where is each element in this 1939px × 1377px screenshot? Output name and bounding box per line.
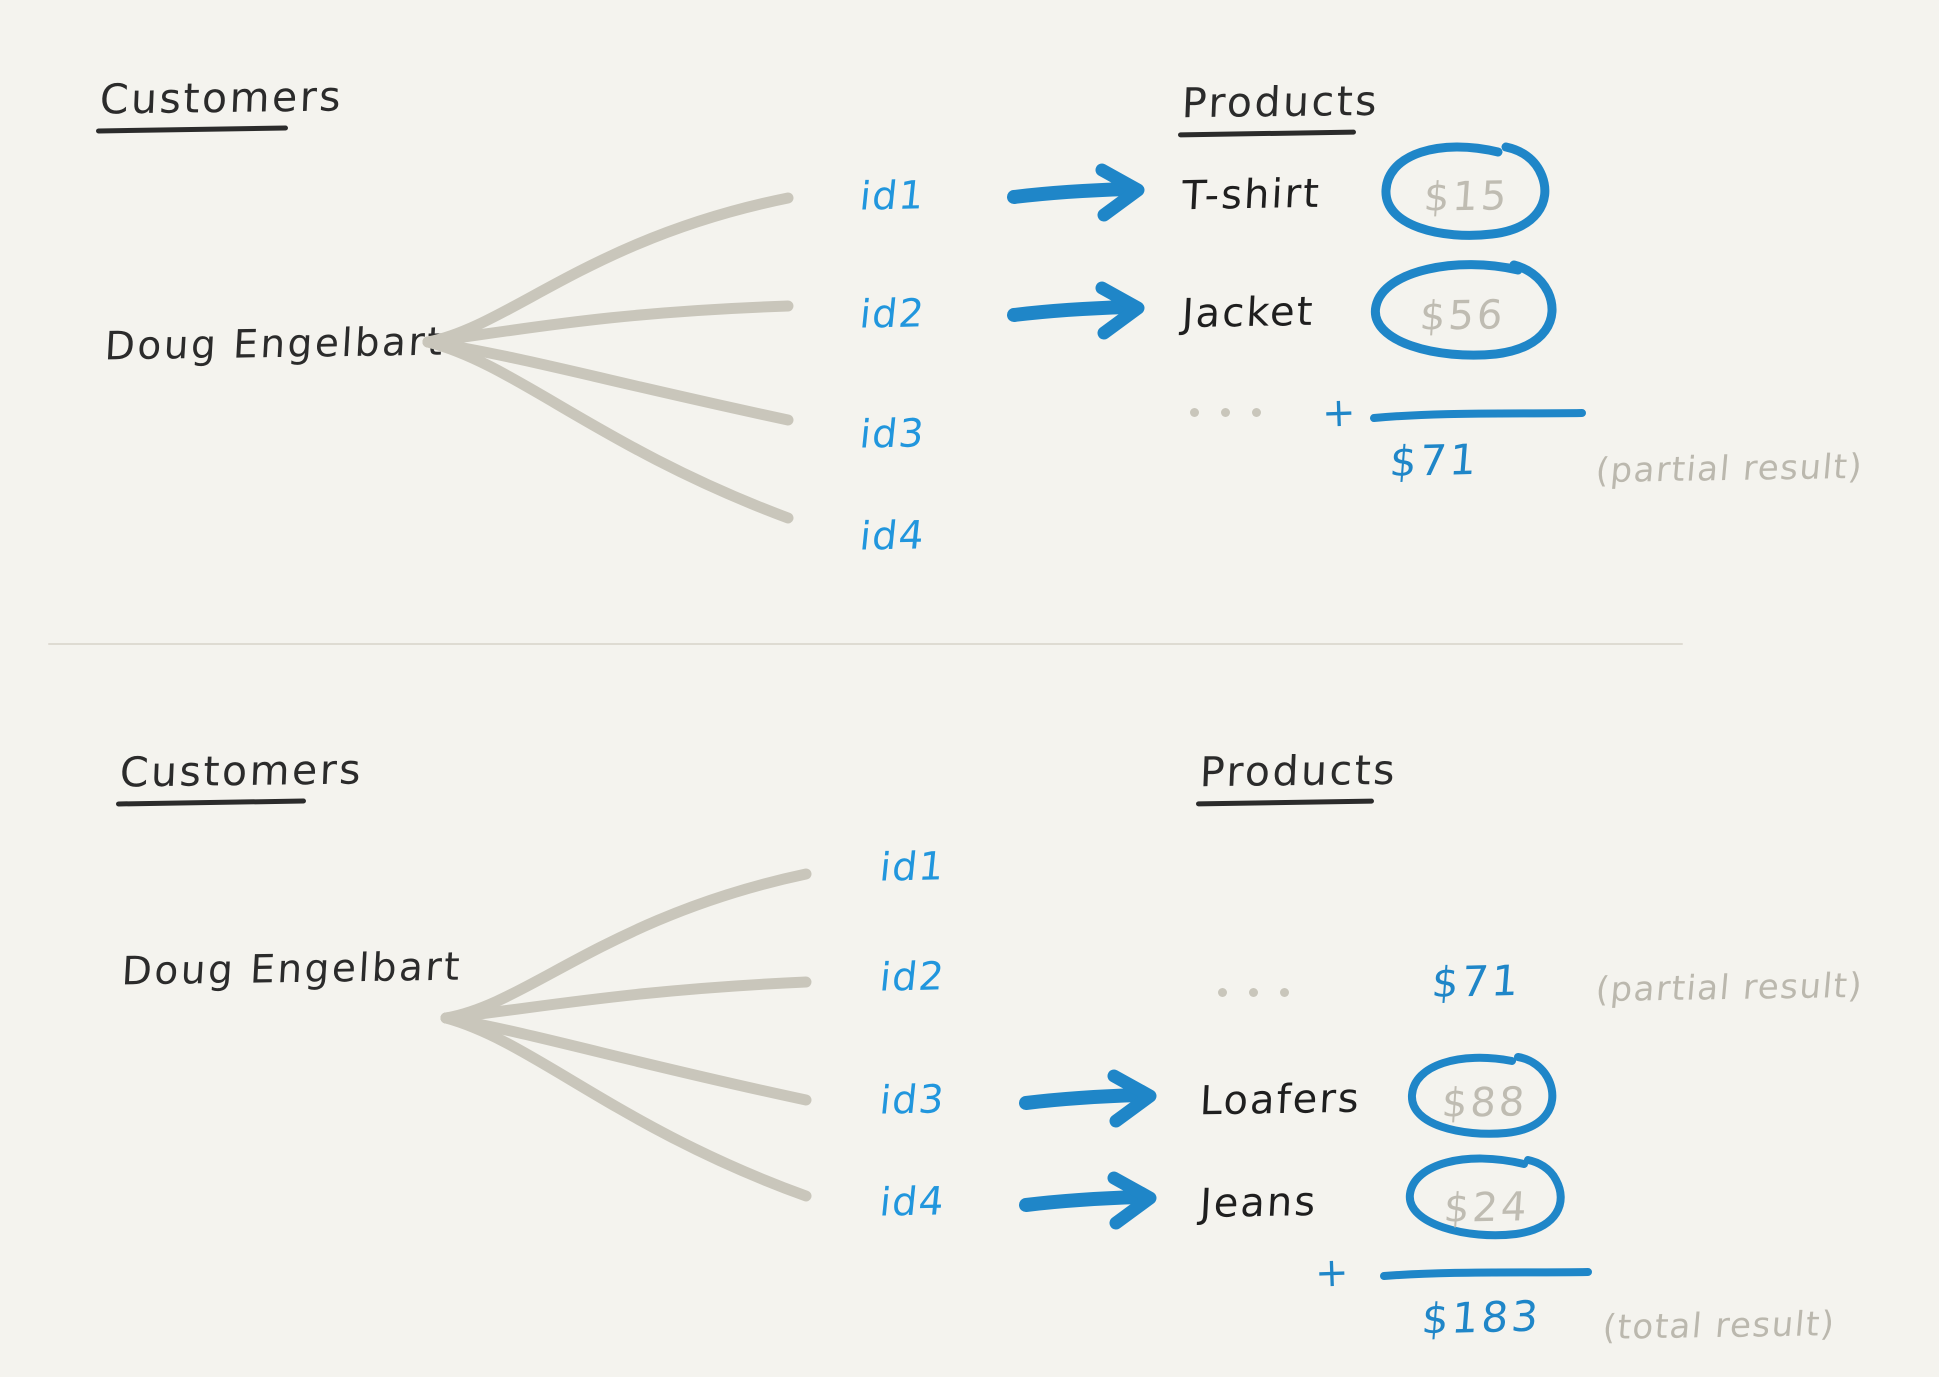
product-label-bottom-0: Loafers xyxy=(1198,1075,1362,1125)
fanout-lines-bottom xyxy=(440,868,812,1202)
customer-name-bottom: Doug Engelbart xyxy=(120,944,464,995)
plus-symbol-bottom: + xyxy=(1314,1249,1350,1297)
customers-heading-top: Customers xyxy=(95,72,345,134)
customers-heading-label-top: Customers xyxy=(98,72,345,124)
ellipsis-bottom xyxy=(1218,988,1289,997)
product-label-top-1: Jacket xyxy=(1180,288,1316,338)
id-label-bottom-1: id2 xyxy=(877,954,948,1001)
products-heading-underline-top xyxy=(1177,129,1357,138)
id-label-top-0: id1 xyxy=(857,173,928,220)
customers-heading-label-bottom: Customers xyxy=(118,745,365,797)
products-heading-underline-bottom xyxy=(1195,798,1375,807)
sum-note-bottom: (total result) xyxy=(1601,1304,1838,1348)
price-label-top-1: $56 xyxy=(1418,292,1508,340)
section-top: Customers Products Doug Engelbart id1 id… xyxy=(0,0,1939,643)
arrow-icon-bottom-1 xyxy=(1019,1171,1157,1230)
customer-name-top: Doug Engelbart xyxy=(103,319,447,370)
carried-value-bottom: $71 xyxy=(1429,955,1524,1008)
sum-rule-top xyxy=(1370,409,1586,422)
price-label-bottom-0: $88 xyxy=(1440,1079,1530,1127)
id-label-top-3: id4 xyxy=(857,513,928,560)
fanout-lines-top xyxy=(422,192,794,524)
ellipsis-dot xyxy=(1221,408,1230,417)
id-label-bottom-0: id1 xyxy=(877,844,948,891)
customers-heading-underline-top xyxy=(95,125,289,134)
arrow-icon-top-1 xyxy=(1007,281,1145,340)
price-circle-bottom-0 xyxy=(1408,1053,1557,1138)
price-circle-bottom-1 xyxy=(1405,1154,1565,1240)
arrow-icon-top-0 xyxy=(1007,163,1145,222)
sum-value-bottom: $183 xyxy=(1419,1291,1544,1344)
products-heading-label-bottom: Products xyxy=(1198,745,1399,797)
ellipsis-dot xyxy=(1218,988,1227,997)
ellipsis-dot xyxy=(1280,988,1289,997)
product-label-top-0: T-shirt xyxy=(1180,170,1322,220)
price-label-top-0: $15 xyxy=(1422,173,1512,221)
sum-value-top: $71 xyxy=(1387,434,1482,487)
section-divider xyxy=(48,643,1683,645)
plus-symbol-top: + xyxy=(1321,389,1357,437)
ellipsis-dot xyxy=(1252,408,1261,417)
arrow-icon-bottom-0 xyxy=(1019,1069,1157,1128)
id-label-bottom-2: id3 xyxy=(877,1077,948,1124)
section-bottom: Customers Products Doug Engelbart id1 id… xyxy=(0,643,1939,1377)
price-circle-top-0 xyxy=(1381,142,1550,240)
ellipsis-top xyxy=(1190,408,1261,417)
products-heading-top: Products xyxy=(1177,76,1381,138)
price-label-bottom-1: $24 xyxy=(1442,1184,1532,1232)
sum-note-top: (partial result) xyxy=(1594,446,1865,492)
id-label-top-2: id3 xyxy=(857,411,928,458)
ellipsis-dot xyxy=(1190,408,1199,417)
products-heading-bottom: Products xyxy=(1195,745,1399,807)
ellipsis-dot xyxy=(1249,988,1258,997)
customers-heading-underline-bottom xyxy=(115,798,307,807)
id-label-bottom-3: id4 xyxy=(877,1179,948,1226)
carried-note-bottom: (partial result) xyxy=(1594,965,1865,1011)
product-label-bottom-1: Jeans xyxy=(1198,1178,1319,1228)
customers-heading-bottom: Customers xyxy=(115,745,365,807)
price-circle-top-1 xyxy=(1371,260,1557,360)
products-heading-label-top: Products xyxy=(1180,76,1381,128)
sum-rule-bottom xyxy=(1380,1268,1592,1280)
id-label-top-1: id2 xyxy=(857,291,928,338)
